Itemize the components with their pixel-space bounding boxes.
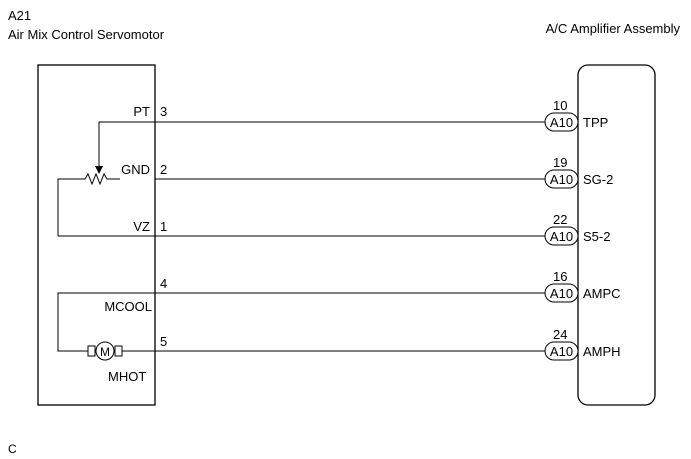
- left-component-name: Air Mix Control Servomotor: [8, 27, 165, 42]
- pin-number-5: 5: [160, 334, 167, 349]
- connector-a10-label: A10: [550, 172, 573, 187]
- pin-number-4: 4: [160, 276, 167, 291]
- motor-circuit: M: [57, 292, 155, 361]
- connector-a10-label: A10: [550, 286, 573, 301]
- motor-icon: [95, 341, 115, 361]
- pin-number-22: 22: [553, 212, 567, 227]
- connector-a10-oval: [544, 226, 579, 246]
- pin-label-mhot: MHOT: [108, 369, 146, 384]
- pin-number-16: 16: [553, 269, 567, 284]
- potentiometer-symbol: [57, 121, 155, 237]
- pin-label-ampc: AMPC: [583, 286, 621, 301]
- pin-label-vz: VZ: [133, 219, 150, 234]
- pin-number-24: 24: [553, 327, 567, 342]
- pin-number-2: 2: [160, 162, 167, 177]
- motor-symbol-label: M: [100, 345, 110, 359]
- connector-a10-label: A10: [550, 344, 573, 359]
- pin-number-10: 10: [553, 98, 567, 113]
- connector-a10-oval: [544, 169, 579, 189]
- left-component-code: A21: [8, 8, 31, 23]
- right-component-name: A/C Amplifier Assembly: [546, 21, 681, 36]
- connector-a10-oval: [544, 283, 579, 303]
- pin-label-pt: PT: [133, 104, 150, 119]
- pin-label-s52: S5-2: [583, 229, 610, 244]
- connector-row-sg2: 19 A10 SG-2: [544, 155, 613, 189]
- connector-a10-oval: [544, 341, 579, 361]
- pin-label-tpp: TPP: [583, 115, 608, 130]
- pin-number-1: 1: [160, 219, 167, 234]
- connector-a10-label: A10: [550, 229, 573, 244]
- connector-row-tpp: 10 A10 TPP: [544, 98, 608, 132]
- connector-a10-label: A10: [550, 115, 573, 130]
- pin-label-gnd: GND: [121, 162, 150, 177]
- pin-number-3: 3: [160, 104, 167, 119]
- connector-row-ampc: 16 A10 AMPC: [544, 269, 621, 303]
- pin-label-sg2: SG-2: [583, 172, 613, 187]
- pin-number-19: 19: [553, 155, 567, 170]
- connector-row-s52: 22 A10 S5-2: [544, 212, 610, 246]
- pin-label-amph: AMPH: [583, 344, 621, 359]
- pin-label-mcool: MCOOL: [104, 299, 152, 314]
- connector-a10-oval: [544, 112, 579, 132]
- connector-row-amph: 24 A10 AMPH: [544, 327, 621, 361]
- footer-letter: C: [8, 442, 17, 456]
